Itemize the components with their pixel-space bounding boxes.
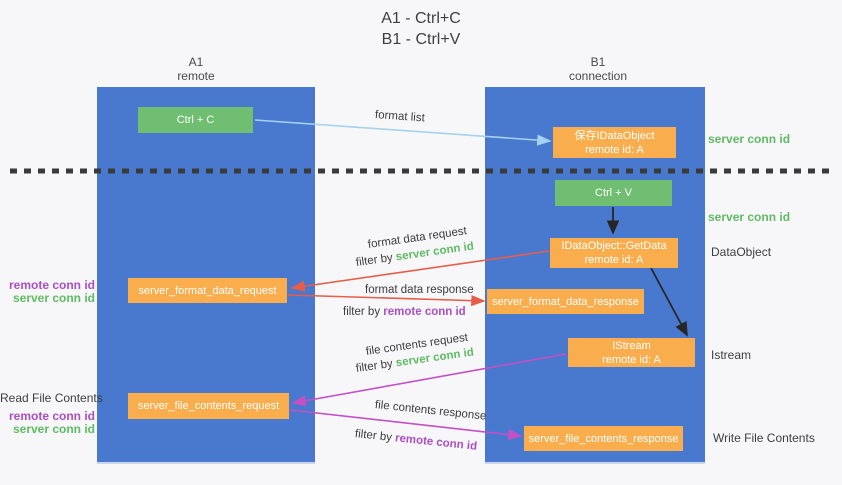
label-server-conn-id-format: server conn id (12, 291, 95, 305)
getdata-line1: IDataObject::GetData (561, 240, 667, 252)
diagram-title: A1 - Ctrl+C B1 - Ctrl+V (0, 8, 842, 50)
label-group-format-conn-ids: remote conn id server conn id (8, 279, 95, 305)
ctrl-c-label: Ctrl + C (176, 114, 215, 126)
istream-line1: IStream (612, 339, 651, 352)
filter-prefix: filter by (354, 428, 393, 444)
title-line-1: A1 - Ctrl+C (381, 10, 461, 27)
column-a1-name: A1 (188, 55, 204, 69)
file-request-label: server_file_contents_request (137, 400, 280, 412)
column-a1-subtitle: remote (177, 69, 215, 83)
arrow-label-file-contents-response-filter: filter by remote conn id (354, 428, 477, 453)
arrow-label-file-contents-response: file contents response (374, 399, 487, 423)
save-idataobject-line2: remote id: A (585, 143, 644, 156)
label-server-conn-id-top: server conn id (708, 132, 791, 146)
node-server-format-data-request: server_format_data_request (128, 278, 287, 303)
column-b1-name: B1 (590, 55, 606, 69)
getdata-line2: remote id: A (584, 254, 644, 266)
node-save-idataobject: 保存IDataObject remote id: A (553, 127, 676, 158)
node-server-file-contents-response: server_file_contents_response (524, 426, 683, 451)
title-line-2: B1 - Ctrl+V (381, 31, 461, 48)
node-idataobject-getdata: IDataObject::GetData remote id: A (550, 238, 678, 268)
label-write-file-contents: Write File Contents (713, 431, 815, 445)
node-istream: IStream remote id: A (568, 338, 695, 367)
label-istream: Istream (711, 348, 752, 362)
node-server-file-contents-request: server_file_contents_request (128, 393, 289, 419)
label-remote-conn-id-format: remote conn id (8, 278, 95, 292)
label-group-file-conn-ids: remote conn id server conn id (8, 410, 95, 436)
arrow-label-format-data-response: format data response (365, 284, 474, 296)
column-b1-subtitle: connection (568, 69, 628, 83)
filter-key-remote-conn-id: remote conn id (383, 306, 466, 318)
save-idataobject-line1: 保存IDataObject (574, 129, 655, 142)
file-response-label: server_file_contents_response (528, 432, 679, 445)
node-ctrl-v: Ctrl + V (555, 180, 672, 206)
filter-prefix: filter by (355, 357, 394, 375)
label-read-file-contents: Read File Contents (0, 391, 103, 405)
arrow-label-format-list: format list (374, 109, 426, 125)
ctrl-v-label: Ctrl + V (595, 187, 632, 199)
format-response-label: server_format_data_response (492, 295, 639, 308)
label-remote-conn-id-file: remote conn id (8, 409, 95, 423)
filter-prefix: filter by (343, 306, 381, 318)
column-header-a1: A1 remote (136, 55, 256, 83)
filter-key-remote-conn-id: remote conn id (394, 432, 478, 453)
label-server-conn-id-mid: server conn id (708, 210, 791, 224)
label-server-conn-id-file: server conn id (12, 422, 95, 436)
node-ctrl-c: Ctrl + C (138, 107, 253, 133)
column-header-b1: B1 connection (538, 55, 658, 83)
label-dataobject: DataObject (711, 245, 772, 259)
istream-line2: remote id: A (602, 353, 661, 366)
node-server-format-data-response: server_format_data_response (487, 289, 644, 314)
filter-prefix: filter by (355, 251, 394, 269)
arrow-label-format-data-response-filter: filter by remote conn id (343, 306, 466, 318)
format-request-label: server_format_data_request (138, 284, 277, 297)
